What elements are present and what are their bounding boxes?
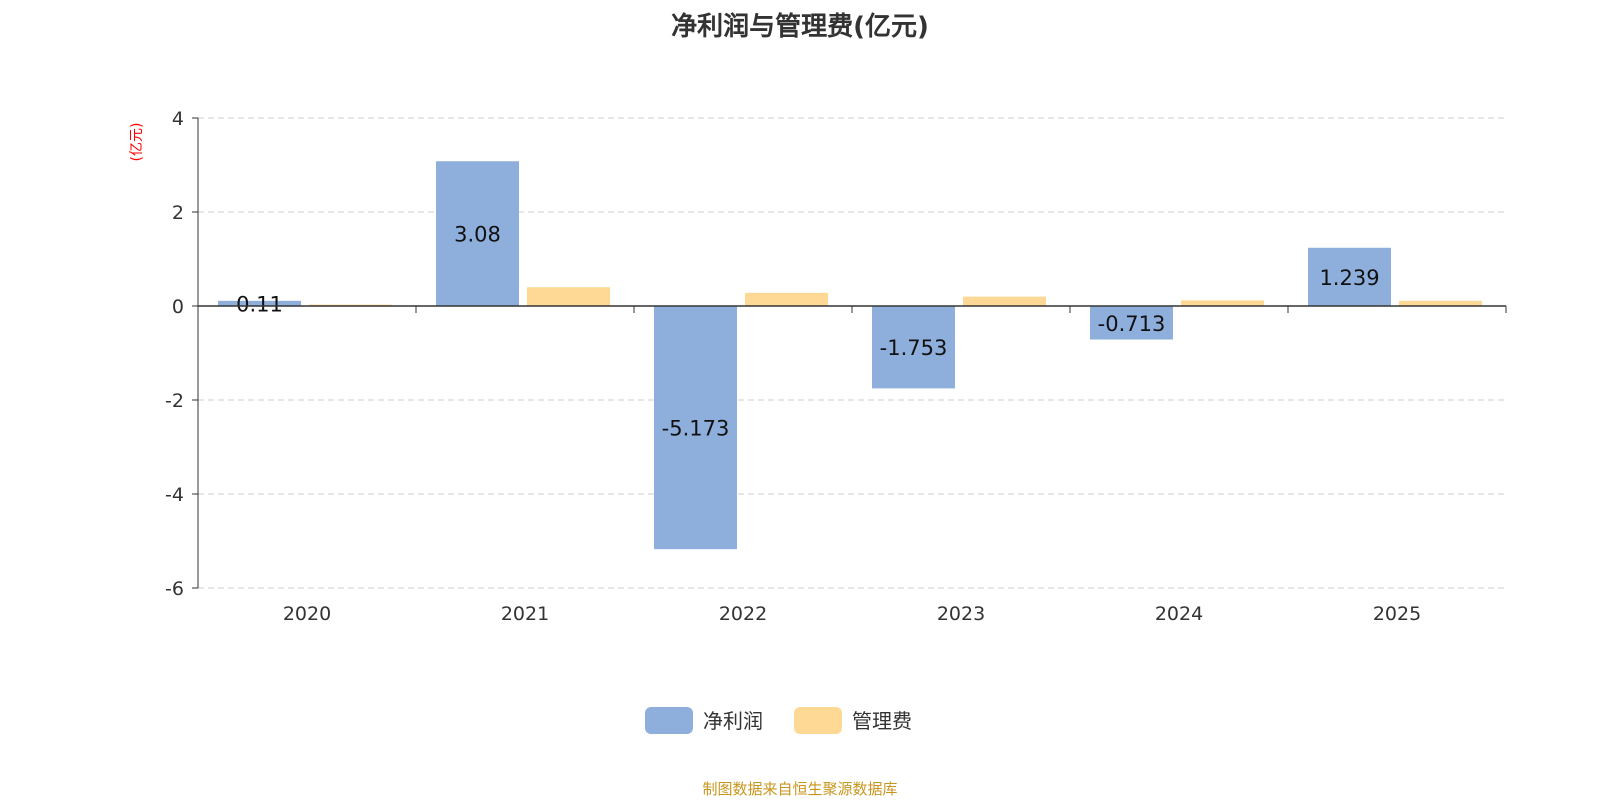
bar-admin-expense xyxy=(745,292,828,306)
data-label: 3.08 xyxy=(454,223,501,247)
data-label: -0.713 xyxy=(1098,312,1166,336)
y-tick-label: -6 xyxy=(165,578,184,600)
legend-label: 管理费 xyxy=(852,709,912,733)
y-tick-label: 4 xyxy=(172,108,184,130)
x-tick-label: 2025 xyxy=(1373,603,1421,625)
bar-admin-expense xyxy=(1181,300,1264,306)
y-tick-label: 0 xyxy=(172,296,184,318)
bar-net-profit xyxy=(1090,306,1173,340)
source-note: 制图数据来自恒生聚源数据库 xyxy=(702,780,898,798)
data-label: 1.239 xyxy=(1319,266,1379,290)
x-tick-label: 2024 xyxy=(1155,603,1203,625)
x-tick-label: 2023 xyxy=(937,603,985,625)
bar-admin-expense xyxy=(963,296,1046,306)
x-tick-label: 2021 xyxy=(501,603,549,625)
y-tick-label: -4 xyxy=(165,484,184,506)
bar-net-profit xyxy=(436,161,519,306)
y-tick-label: 2 xyxy=(172,202,184,224)
data-label: -5.173 xyxy=(662,417,730,441)
bar-admin-expense xyxy=(527,287,610,306)
legend-swatch xyxy=(794,707,842,734)
legend-label: 净利润 xyxy=(703,709,763,733)
bar-net-profit xyxy=(1308,247,1391,306)
bar-net-profit xyxy=(218,300,301,306)
legend-swatch xyxy=(645,707,693,734)
chart-title: 净利润与管理费(亿元) xyxy=(671,12,929,42)
y-axis-label: (亿元) xyxy=(129,123,145,162)
data-label: 0.11 xyxy=(236,292,283,316)
bar-net-profit xyxy=(872,306,955,389)
bar-net-profit xyxy=(654,306,737,550)
y-tick-label: -2 xyxy=(165,390,184,412)
x-tick-label: 2020 xyxy=(283,603,331,625)
x-tick-label: 2022 xyxy=(719,603,767,625)
bar-admin-expense xyxy=(1399,300,1482,306)
data-label: -1.753 xyxy=(880,336,948,360)
